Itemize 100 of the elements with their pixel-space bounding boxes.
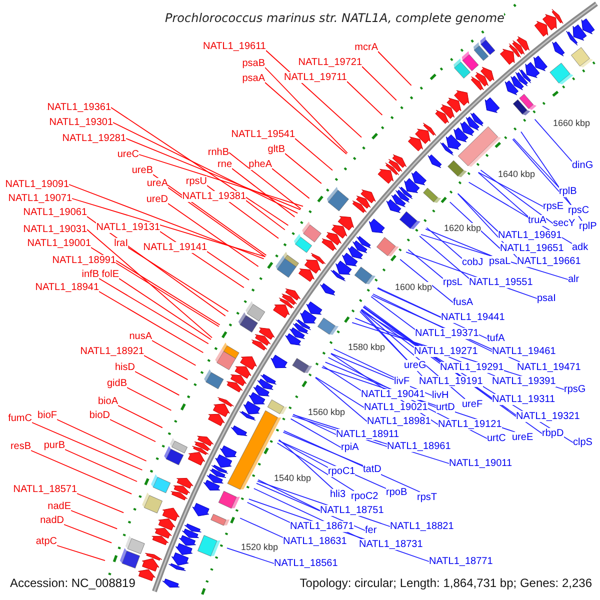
gene-label: livH xyxy=(432,390,449,401)
gene-label: NATL1_19361 xyxy=(47,102,111,113)
gene-label: rpoB xyxy=(386,487,408,498)
leader-line xyxy=(346,81,383,116)
leader-line xyxy=(294,138,333,171)
gene-label: resB xyxy=(10,441,31,452)
gene-label: rpsG xyxy=(564,384,586,395)
gene-label: psaA xyxy=(242,73,265,84)
gene-label: nadD xyxy=(40,515,64,526)
leader-line xyxy=(112,122,298,214)
position-label: 1560 kbp xyxy=(308,407,346,417)
gene-label: atpC xyxy=(36,536,57,547)
leader-line xyxy=(292,414,336,435)
leader-line xyxy=(408,249,444,279)
leader-line xyxy=(110,419,156,442)
leader-line xyxy=(98,291,204,354)
gene-label: fumC xyxy=(8,413,32,424)
gene-label: NATL1_19001 xyxy=(27,238,91,249)
leader-line xyxy=(110,107,289,226)
position-label: 1540 kbp xyxy=(274,473,312,483)
leader-line xyxy=(513,138,560,188)
gene-label: NATL1_18771 xyxy=(429,556,493,567)
gene-label: NATL1_18921 xyxy=(80,346,144,357)
leader-line xyxy=(228,152,302,210)
leader-line xyxy=(232,168,296,218)
gene-label: NATL1_18571 xyxy=(13,484,77,495)
leader-line xyxy=(534,118,572,162)
position-label: 1600 kbp xyxy=(395,282,432,292)
gene-label: ureD xyxy=(146,194,168,205)
leader-line xyxy=(264,82,347,154)
leader-line xyxy=(116,260,220,326)
gene-label: gidB xyxy=(106,378,127,389)
gene-label: hli3 xyxy=(330,489,346,500)
gene-label: gltB xyxy=(268,144,285,155)
position-label: 1520 kbp xyxy=(241,542,278,552)
gene-label: NATL1_19091 xyxy=(5,179,69,190)
gene-label: rpiA xyxy=(341,442,359,453)
gene-label: NATL1_19441 xyxy=(441,312,505,323)
gene-label: psaI xyxy=(537,293,556,304)
gene-label: NATL1_19071 xyxy=(8,193,72,204)
leader-line xyxy=(258,479,320,511)
gene-label: rplP xyxy=(579,221,597,232)
gene-label: fusA xyxy=(453,297,474,308)
gene-label: NATL1_19711 xyxy=(284,72,347,83)
leader-line xyxy=(90,247,220,327)
leader-line xyxy=(361,308,414,348)
gene-label: NATL1_18981 xyxy=(367,416,431,427)
leader-line xyxy=(152,340,196,366)
gene-label: hisD xyxy=(114,362,135,373)
gene-label: NATL1_19121 xyxy=(438,419,502,430)
gene-label: truA xyxy=(528,215,546,226)
leader-line xyxy=(425,228,492,256)
gene-label: NATL1_19461 xyxy=(492,346,556,357)
gene-label: purB xyxy=(44,440,65,451)
leader-line xyxy=(276,442,354,492)
gene-label: clpS xyxy=(573,437,592,448)
gene-label: urtC xyxy=(487,433,506,444)
leader-line xyxy=(314,377,368,422)
gene-label: mcrA xyxy=(354,42,378,53)
leader-line xyxy=(520,131,582,222)
leader-line xyxy=(168,203,259,267)
gene-label: NATL1_18991 xyxy=(52,255,116,266)
gene-label: bioD xyxy=(89,410,110,421)
leader-line xyxy=(126,138,301,210)
leader-line xyxy=(134,371,180,396)
leader-line xyxy=(333,348,394,378)
gene-label: NATL1_18941 xyxy=(35,282,99,293)
gene-label: NATL1_19191 xyxy=(419,376,483,387)
leader-line xyxy=(426,227,462,259)
gene-label: alr xyxy=(568,274,580,285)
gene-label: NATL1_19131 xyxy=(96,222,160,233)
gene-label: tufA xyxy=(487,333,505,344)
leader-line xyxy=(32,422,143,470)
leader-line xyxy=(70,510,118,530)
gene-label: rpsC xyxy=(568,205,590,216)
leader-line xyxy=(378,51,412,86)
gene-label: NATL1_19271 xyxy=(414,346,478,357)
gene-label: bioA xyxy=(98,396,118,407)
leader-line xyxy=(118,405,163,428)
accession-note: Accession: NC_008819 xyxy=(10,576,136,590)
gene-label: tatD xyxy=(363,464,382,475)
gene-label: ureG xyxy=(404,360,426,371)
leader-line xyxy=(68,184,264,260)
gene-label: NATL1_18671 xyxy=(290,521,354,532)
leader-line xyxy=(360,311,408,360)
leader-line xyxy=(56,545,106,562)
leader-line xyxy=(282,432,364,466)
gene-label: NATL1_18911 xyxy=(336,429,400,440)
gene-label: NATL1_19281 xyxy=(62,133,126,144)
gene-label: nusA xyxy=(129,331,152,342)
gene-label: NATL1_19141 xyxy=(143,242,207,253)
gene-label: NATL1_19021 xyxy=(364,402,428,413)
leader-line xyxy=(226,548,274,564)
position-label: 1640 kbp xyxy=(498,169,536,179)
gene-label: ureC xyxy=(117,149,139,160)
leader-line xyxy=(168,187,266,258)
leader-line xyxy=(419,236,470,279)
leader-line xyxy=(72,198,266,258)
leader-line xyxy=(278,440,328,468)
gene-label: psaB xyxy=(242,58,265,69)
